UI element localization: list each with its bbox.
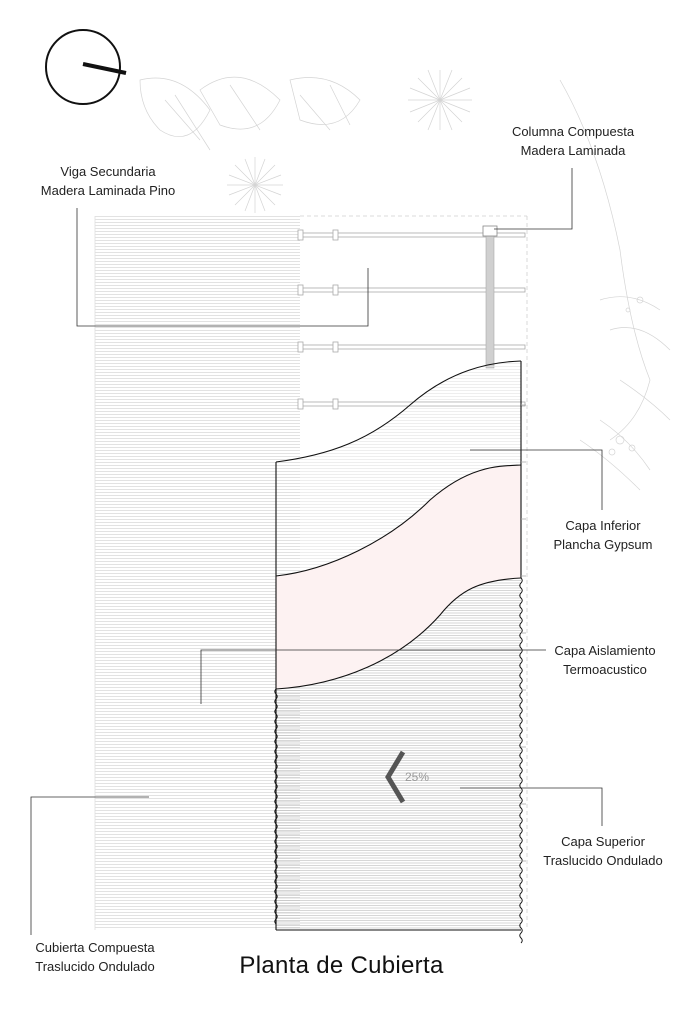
structure-outline [300,215,528,930]
roof-left-hatch [95,216,300,930]
drawing-title: Planta de Cubierta [239,952,444,979]
label-capa-inferior: Capa Inferior Plancha Gypsum [528,516,678,554]
label-columna: Columna Compuesta Madera Laminada [475,122,671,160]
label-columna-line2: Madera Laminada [520,143,626,158]
label-capa-superior: Capa Superior Traslucido Ondulado [525,832,681,870]
label-capa-aislamiento-line2: Termoacustico [563,662,647,677]
label-cubierta-line2: Traslucido Ondulado [35,959,155,974]
corrugated-edge-left [274,688,278,925]
edge-ticks [521,404,526,862]
label-capa-superior-line2: Traslucido Ondulado [543,853,663,868]
label-capa-inferior-line1: Capa Inferior [565,518,641,533]
label-viga: Viga Secundaria Madera Laminada Pino [10,162,206,200]
gypsum-layer [276,361,521,576]
label-columna-line1: Columna Compuesta [511,124,635,139]
label-cubierta-line1: Cubierta Compuesta [35,940,155,955]
north-arrow-icon [45,29,127,105]
label-capa-aislamiento-line1: Capa Aislamiento [554,643,656,658]
label-capa-superior-line1: Capa Superior [561,834,645,849]
label-cubierta: Cubierta Compuesta Traslucido Ondulado [12,938,178,976]
insulation-layer [276,465,521,689]
label-capa-inferior-line2: Plancha Gypsum [553,537,653,552]
label-capa-aislamiento: Capa Aislamiento Termoacustico [530,641,680,679]
leader-lines [30,168,603,935]
label-viga-line1: Viga Secundaria [60,164,156,179]
corrugated-edge-right [519,577,523,944]
upper-corrugated-layer [276,578,521,930]
slope-arrow-icon [385,750,406,804]
layer-outlines [275,360,522,931]
vegetation-background [139,69,671,491]
label-viga-line2: Madera Laminada Pino [40,183,176,198]
slope-label: 25% [405,770,430,784]
